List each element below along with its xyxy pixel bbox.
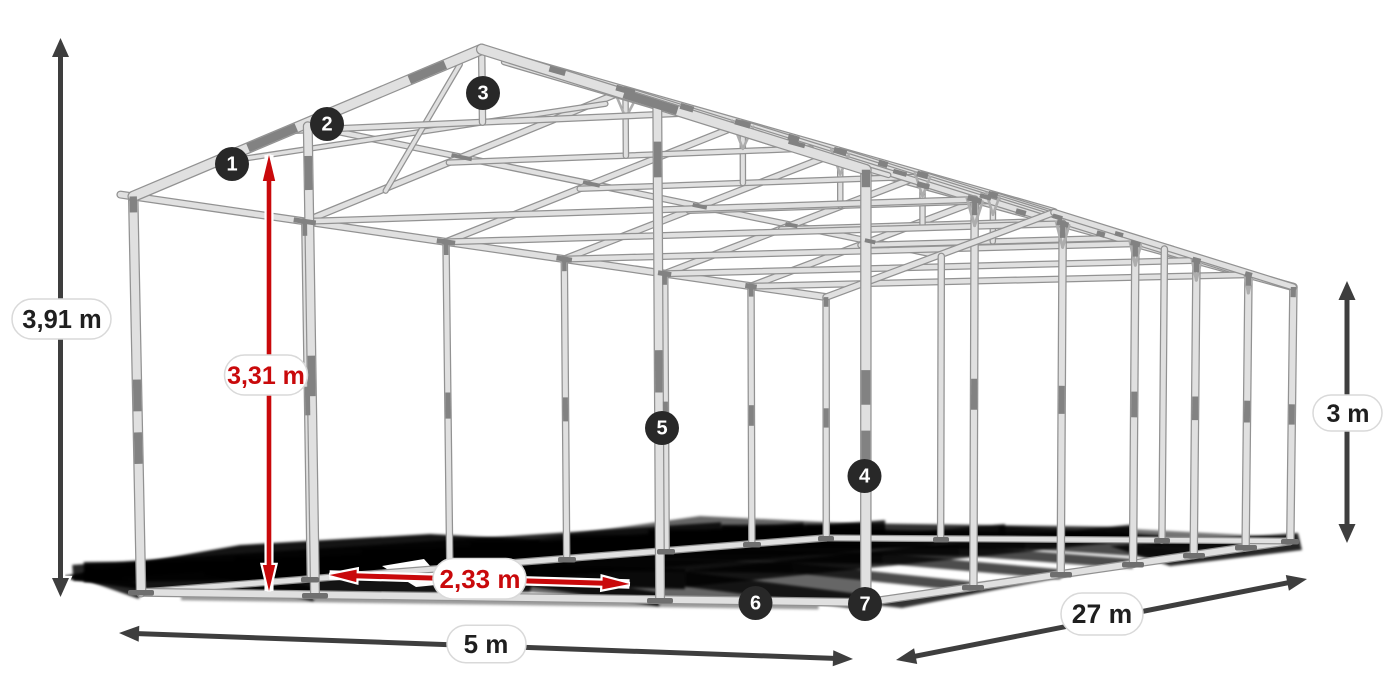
- svg-text:4: 4: [859, 466, 871, 488]
- svg-text:3 m: 3 m: [1326, 400, 1369, 428]
- svg-text:5 m: 5 m: [464, 629, 509, 659]
- svg-text:5: 5: [656, 418, 667, 440]
- svg-text:3,91 m: 3,91 m: [22, 306, 101, 334]
- svg-text:6: 6: [750, 593, 761, 615]
- svg-text:1: 1: [226, 154, 237, 176]
- svg-text:2: 2: [321, 114, 332, 136]
- svg-text:7: 7: [859, 594, 870, 616]
- svg-text:3: 3: [477, 83, 488, 105]
- svg-text:3,31 m: 3,31 m: [227, 362, 305, 390]
- svg-text:27 m: 27 m: [1072, 599, 1132, 629]
- svg-text:2,33 m: 2,33 m: [440, 564, 521, 594]
